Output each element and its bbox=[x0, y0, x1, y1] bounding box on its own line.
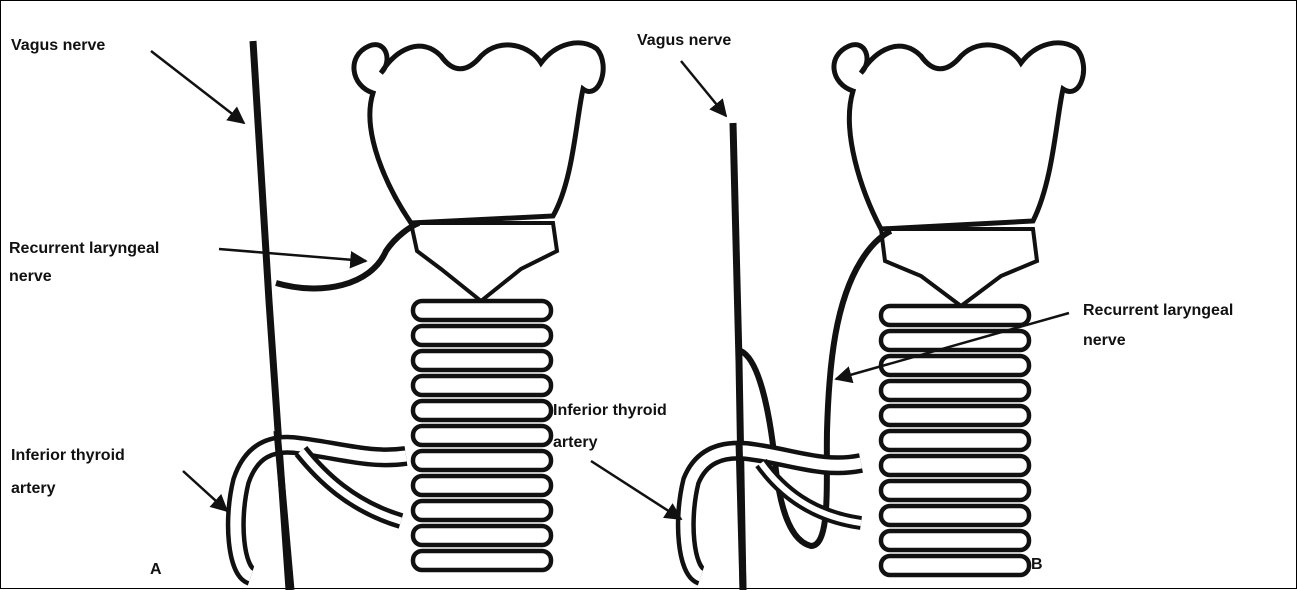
panel-a-tracheal-ring bbox=[413, 376, 551, 395]
panel-b-drawing bbox=[834, 43, 1084, 306]
panel-b-vagus-over-artery bbox=[739, 441, 743, 590]
panel-a-recurrent-label-line1: Recurrent laryngeal bbox=[9, 237, 159, 261]
panel-b-tracheal-ring bbox=[881, 531, 1029, 550]
panel-b-tracheal-ring bbox=[881, 456, 1029, 475]
panel-a-artery-label-line1: Inferior thyroid bbox=[11, 444, 125, 468]
panel-a-cricoid bbox=[411, 223, 557, 301]
arrow-a-recurrent bbox=[219, 249, 366, 261]
panel-a-tracheal-ring bbox=[413, 526, 551, 545]
panel-a-tracheal-ring bbox=[413, 501, 551, 520]
panel-b-cricoid bbox=[881, 229, 1037, 306]
panel-b-vagus-label: Vagus nerve bbox=[637, 29, 731, 53]
panel-a-vagus-label: Vagus nerve bbox=[11, 34, 105, 58]
panel-b-tracheal-ring bbox=[881, 331, 1029, 350]
panel-a-drawing bbox=[354, 43, 603, 301]
panel-b-tracheal-ring bbox=[881, 306, 1029, 325]
panel-a-tracheal-ring bbox=[413, 401, 551, 420]
panel-b-artery-label-line1: Inferior thyroid bbox=[553, 399, 667, 423]
panel-b-tracheal-ring bbox=[881, 431, 1029, 450]
panel-a-letter: A bbox=[150, 561, 162, 579]
panel-a-thyroid-cartilage bbox=[354, 43, 603, 223]
panel-b-recurrent-label-line1: Recurrent laryngeal bbox=[1083, 299, 1233, 323]
panel-a-tracheal-ring bbox=[413, 451, 551, 470]
panel-a-tracheal-ring bbox=[413, 326, 551, 345]
arrow-a-vagus bbox=[151, 51, 244, 123]
panel-b-tracheal-ring bbox=[881, 406, 1029, 425]
arrow-b-artery bbox=[591, 461, 681, 519]
panel-a-tracheal-ring bbox=[413, 476, 551, 495]
panel-b-structures bbox=[686, 123, 891, 590]
panel-a-artery-label-line2: artery bbox=[11, 477, 55, 501]
panel-a-recurrent-label-line2: nerve bbox=[9, 265, 52, 289]
panel-b-tracheal-ring bbox=[881, 381, 1029, 400]
arrow-b-vagus bbox=[681, 61, 726, 116]
panel-b-thyroid-cartilage bbox=[834, 43, 1084, 229]
panel-b-tracheal-ring bbox=[881, 481, 1029, 500]
panel-a-tracheal-rings bbox=[413, 301, 551, 570]
panel-b-recurrent-laryngeal-nerve bbox=[741, 231, 891, 546]
panel-a-tracheal-ring bbox=[413, 426, 551, 445]
panel-b-tracheal-ring bbox=[881, 506, 1029, 525]
panel-a-tracheal-ring bbox=[413, 351, 551, 370]
panel-b-letter: B bbox=[1031, 556, 1043, 574]
panel-b-recurrent-label-line2: nerve bbox=[1083, 329, 1126, 353]
panel-a-tracheal-ring bbox=[413, 301, 551, 320]
panel-b-tracheal-ring bbox=[881, 556, 1029, 575]
panel-b-artery-label-line2: artery bbox=[553, 431, 597, 455]
panel-a-tracheal-ring bbox=[413, 551, 551, 570]
arrow-a-artery bbox=[183, 471, 227, 511]
